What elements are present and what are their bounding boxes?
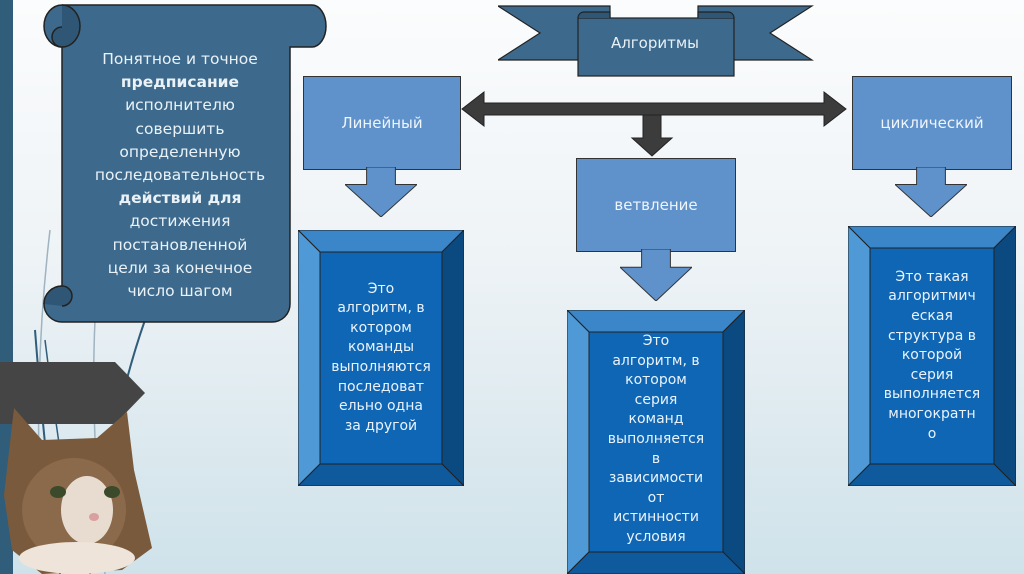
left-accent-bar (0, 0, 13, 574)
definition-line: достижения (129, 212, 231, 231)
definition-line: Понятное и точное (102, 50, 258, 68)
diagram-title: Алгоритмы (610, 34, 700, 52)
definition-line: действий для (118, 189, 242, 208)
description-panel (567, 310, 745, 574)
description-line: команд (628, 411, 684, 428)
description-text: Это такая алгоритмич еская структура в котор… (870, 248, 994, 464)
definition-line: цели за конечное (107, 258, 253, 277)
description-line: серия (634, 391, 678, 408)
definition-line: определенную (119, 142, 241, 161)
description-line: команды (347, 339, 415, 356)
description-line: истинности (613, 509, 699, 526)
description-line: Это такая (895, 268, 969, 285)
connector-arrows (461, 90, 847, 157)
description-line: серия (910, 366, 954, 383)
definition-scroll (43, 4, 327, 323)
definition-line: предписание (120, 73, 240, 92)
algorithm-type-label: Линейный (341, 114, 423, 132)
description-line: Это (642, 333, 670, 349)
description-line: еская (911, 308, 953, 325)
description-line: за другой (344, 417, 418, 434)
description-line: последоват (337, 378, 425, 395)
cat-image (4, 408, 152, 574)
description-line: алгоритм, в (612, 352, 700, 369)
description-line: котором (350, 319, 412, 336)
description-line: выполняются (331, 359, 431, 375)
definition-line: исполнителю (125, 96, 235, 115)
algorithm-type-box: Линейный (303, 76, 461, 170)
description-line: о (927, 425, 937, 442)
description-line: котором (625, 372, 687, 389)
down-arrow-icon (895, 167, 967, 217)
description-line: от (647, 489, 665, 506)
description-line: Это (367, 280, 395, 297)
description-line: в (651, 450, 661, 467)
description-text: Это алгоритм, в котором серия команд выполняе… (589, 332, 723, 552)
description-panel (848, 226, 1016, 486)
algorithm-type-box: ветвление (576, 158, 736, 252)
definition-line: постановленной (112, 235, 248, 254)
description-line: выполняется (607, 430, 705, 447)
description-text: Это алгоритм, в котором команды выполняются п… (320, 252, 442, 464)
description-line: которой (901, 347, 963, 364)
description-panel (298, 230, 464, 486)
description-line: условия (626, 528, 686, 545)
down-arrow-icon (620, 249, 692, 301)
description-line: зависимости (608, 470, 704, 487)
description-line: алгоритм, в (337, 300, 425, 317)
down-arrow-icon (345, 167, 417, 217)
definition-text: Понятное и точное предписание исполнителю с… (72, 48, 288, 303)
title-ribbon (498, 5, 814, 77)
definition-line: число шагом (127, 282, 233, 301)
description-line: ельно одна (339, 398, 423, 415)
algorithm-type-label: ветвление (614, 196, 698, 214)
definition-line: совершить (135, 119, 225, 138)
side-arrow (0, 362, 145, 424)
definition-line: последовательность (94, 166, 266, 185)
algorithm-type-label: циклический (880, 114, 984, 132)
description-line: алгоритмич (888, 288, 976, 305)
algorithm-type-box: циклический (852, 76, 1012, 170)
description-line: многократн (888, 405, 976, 422)
description-line: структура в (887, 327, 977, 344)
description-line: выполняется (883, 386, 981, 403)
